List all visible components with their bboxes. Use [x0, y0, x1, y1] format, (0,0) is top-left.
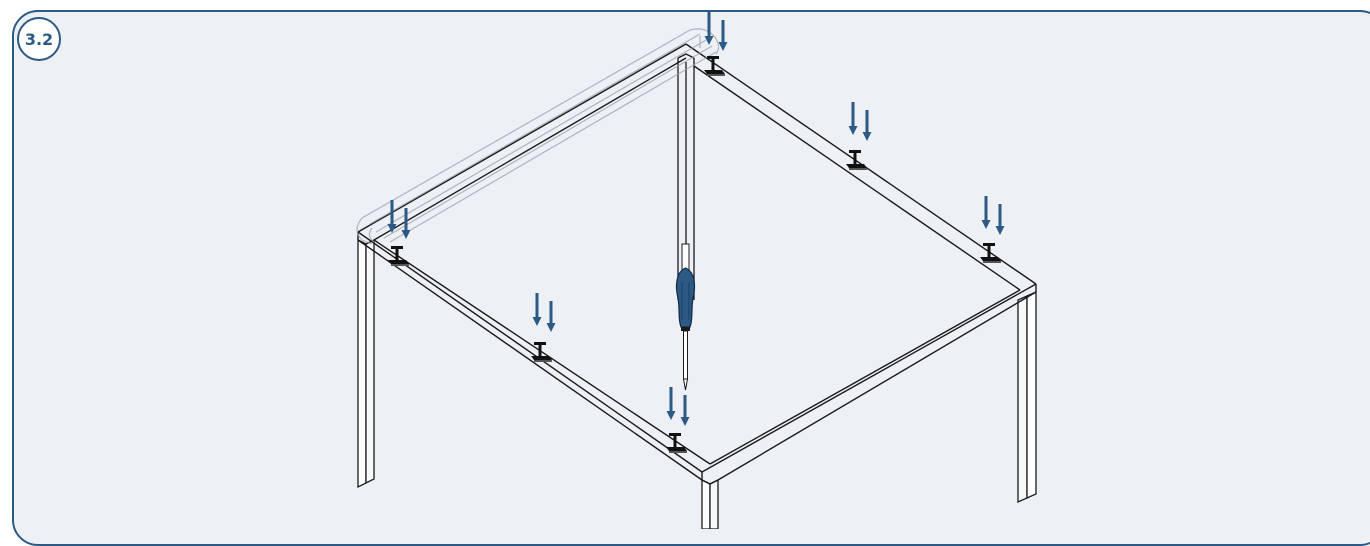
double-down-arrow-icon [386, 198, 412, 241]
mounting-bracket-icon [704, 56, 725, 76]
double-down-arrow-icon [980, 194, 1006, 237]
press-arrows [386, 10, 1006, 428]
mounting-bracket-icon [846, 150, 867, 170]
double-down-arrow-icon [665, 385, 691, 428]
back-top-corner [677, 53, 695, 59]
mounting-bracket-icon [980, 243, 1001, 263]
mounting-bracket-icon [531, 342, 552, 362]
front-leg [701, 478, 719, 529]
step-number-label: 3.2 [24, 29, 54, 49]
pergola-frame-diagram [356, 10, 1037, 529]
left-leg [357, 238, 375, 489]
right-leg [1017, 290, 1037, 504]
double-down-arrow-icon [847, 100, 873, 143]
double-down-arrow-icon [531, 291, 557, 334]
step-number-badge: 3.2 [17, 17, 61, 61]
mounting-bracket-icon [388, 246, 409, 266]
top-frame [357, 43, 1037, 485]
double-down-arrow-icon [703, 10, 729, 53]
screwdriver-icon [675, 243, 696, 391]
roller-cassette [356, 28, 720, 245]
mounting-bracket-icon [666, 433, 687, 453]
